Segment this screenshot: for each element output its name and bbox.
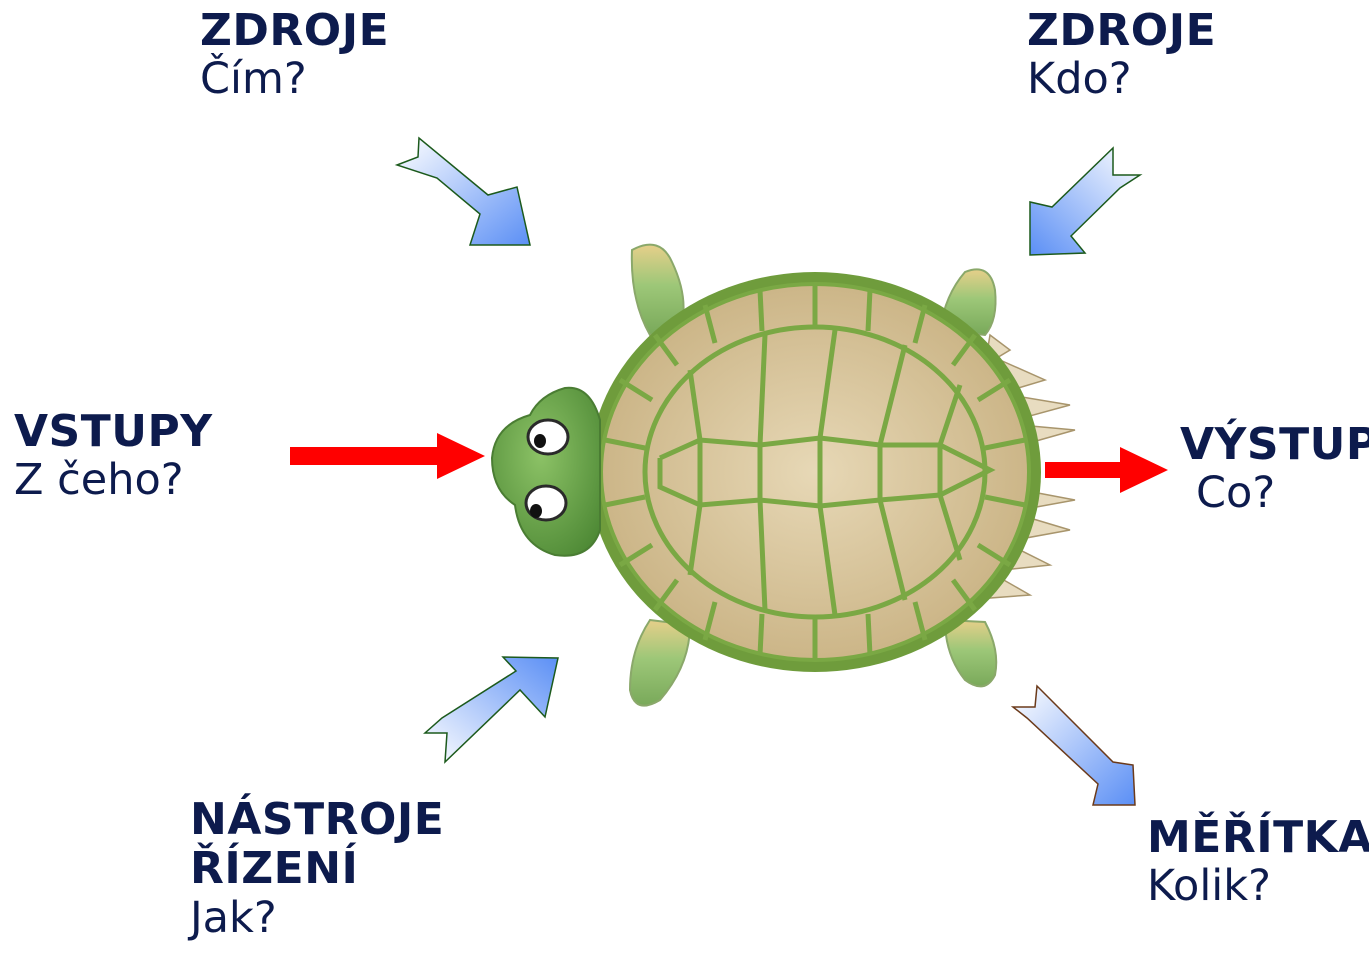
label-title: MĚŘÍTKA — [1147, 813, 1369, 862]
label-question: Co? — [1180, 469, 1369, 517]
arrow-gradient-blue-icon — [425, 657, 558, 762]
label-title-line1: NÁSTROJE — [190, 795, 444, 844]
turtle-pupil-lower — [530, 504, 542, 518]
label-vstupy: VSTUPY Z čeho? — [14, 407, 213, 504]
arrow-meritka — [1013, 686, 1135, 805]
label-meritka: MĚŘÍTKA Kolik? — [1147, 813, 1369, 910]
label-nastroje-rizeni: NÁSTROJE ŘÍZENÍ Jak? — [190, 795, 444, 942]
turtle-eye-upper — [528, 420, 568, 454]
arrow-zdroje-cim — [397, 138, 530, 245]
label-title: VSTUPY — [14, 407, 213, 456]
arrow-gradient-blue-icon — [397, 138, 530, 245]
label-vystup: VÝSTUP Co? — [1180, 420, 1369, 517]
arrow-zdroje-kdo — [1030, 148, 1140, 255]
turtle-head — [492, 388, 600, 556]
turtle-pupil-upper — [534, 434, 546, 448]
label-question: Kdo? — [1027, 55, 1216, 103]
arrow-vystup — [1045, 447, 1168, 493]
arrow-right-red-icon — [290, 433, 485, 479]
label-question: Čím? — [200, 55, 389, 103]
label-zdroje-kdo: ZDROJE Kdo? — [1027, 6, 1216, 103]
label-question: Kolik? — [1147, 862, 1369, 910]
turtle-shell — [601, 284, 1029, 660]
arrow-vstupy — [290, 433, 485, 479]
turtle-illustration — [492, 245, 1075, 706]
arrow-nastroje — [425, 657, 558, 762]
label-question: Z čeho? — [14, 456, 213, 504]
label-title: VÝSTUP — [1180, 420, 1369, 469]
label-title-line2: ŘÍZENÍ — [190, 844, 444, 893]
label-title: ZDROJE — [200, 6, 389, 55]
arrow-gradient-blue-icon — [1013, 686, 1135, 805]
arrow-right-red-icon — [1045, 447, 1168, 493]
arrow-gradient-blue-icon — [1030, 148, 1140, 255]
label-zdroje-cim: ZDROJE Čím? — [200, 6, 389, 103]
label-title: ZDROJE — [1027, 6, 1216, 55]
label-question: Jak? — [190, 894, 444, 942]
